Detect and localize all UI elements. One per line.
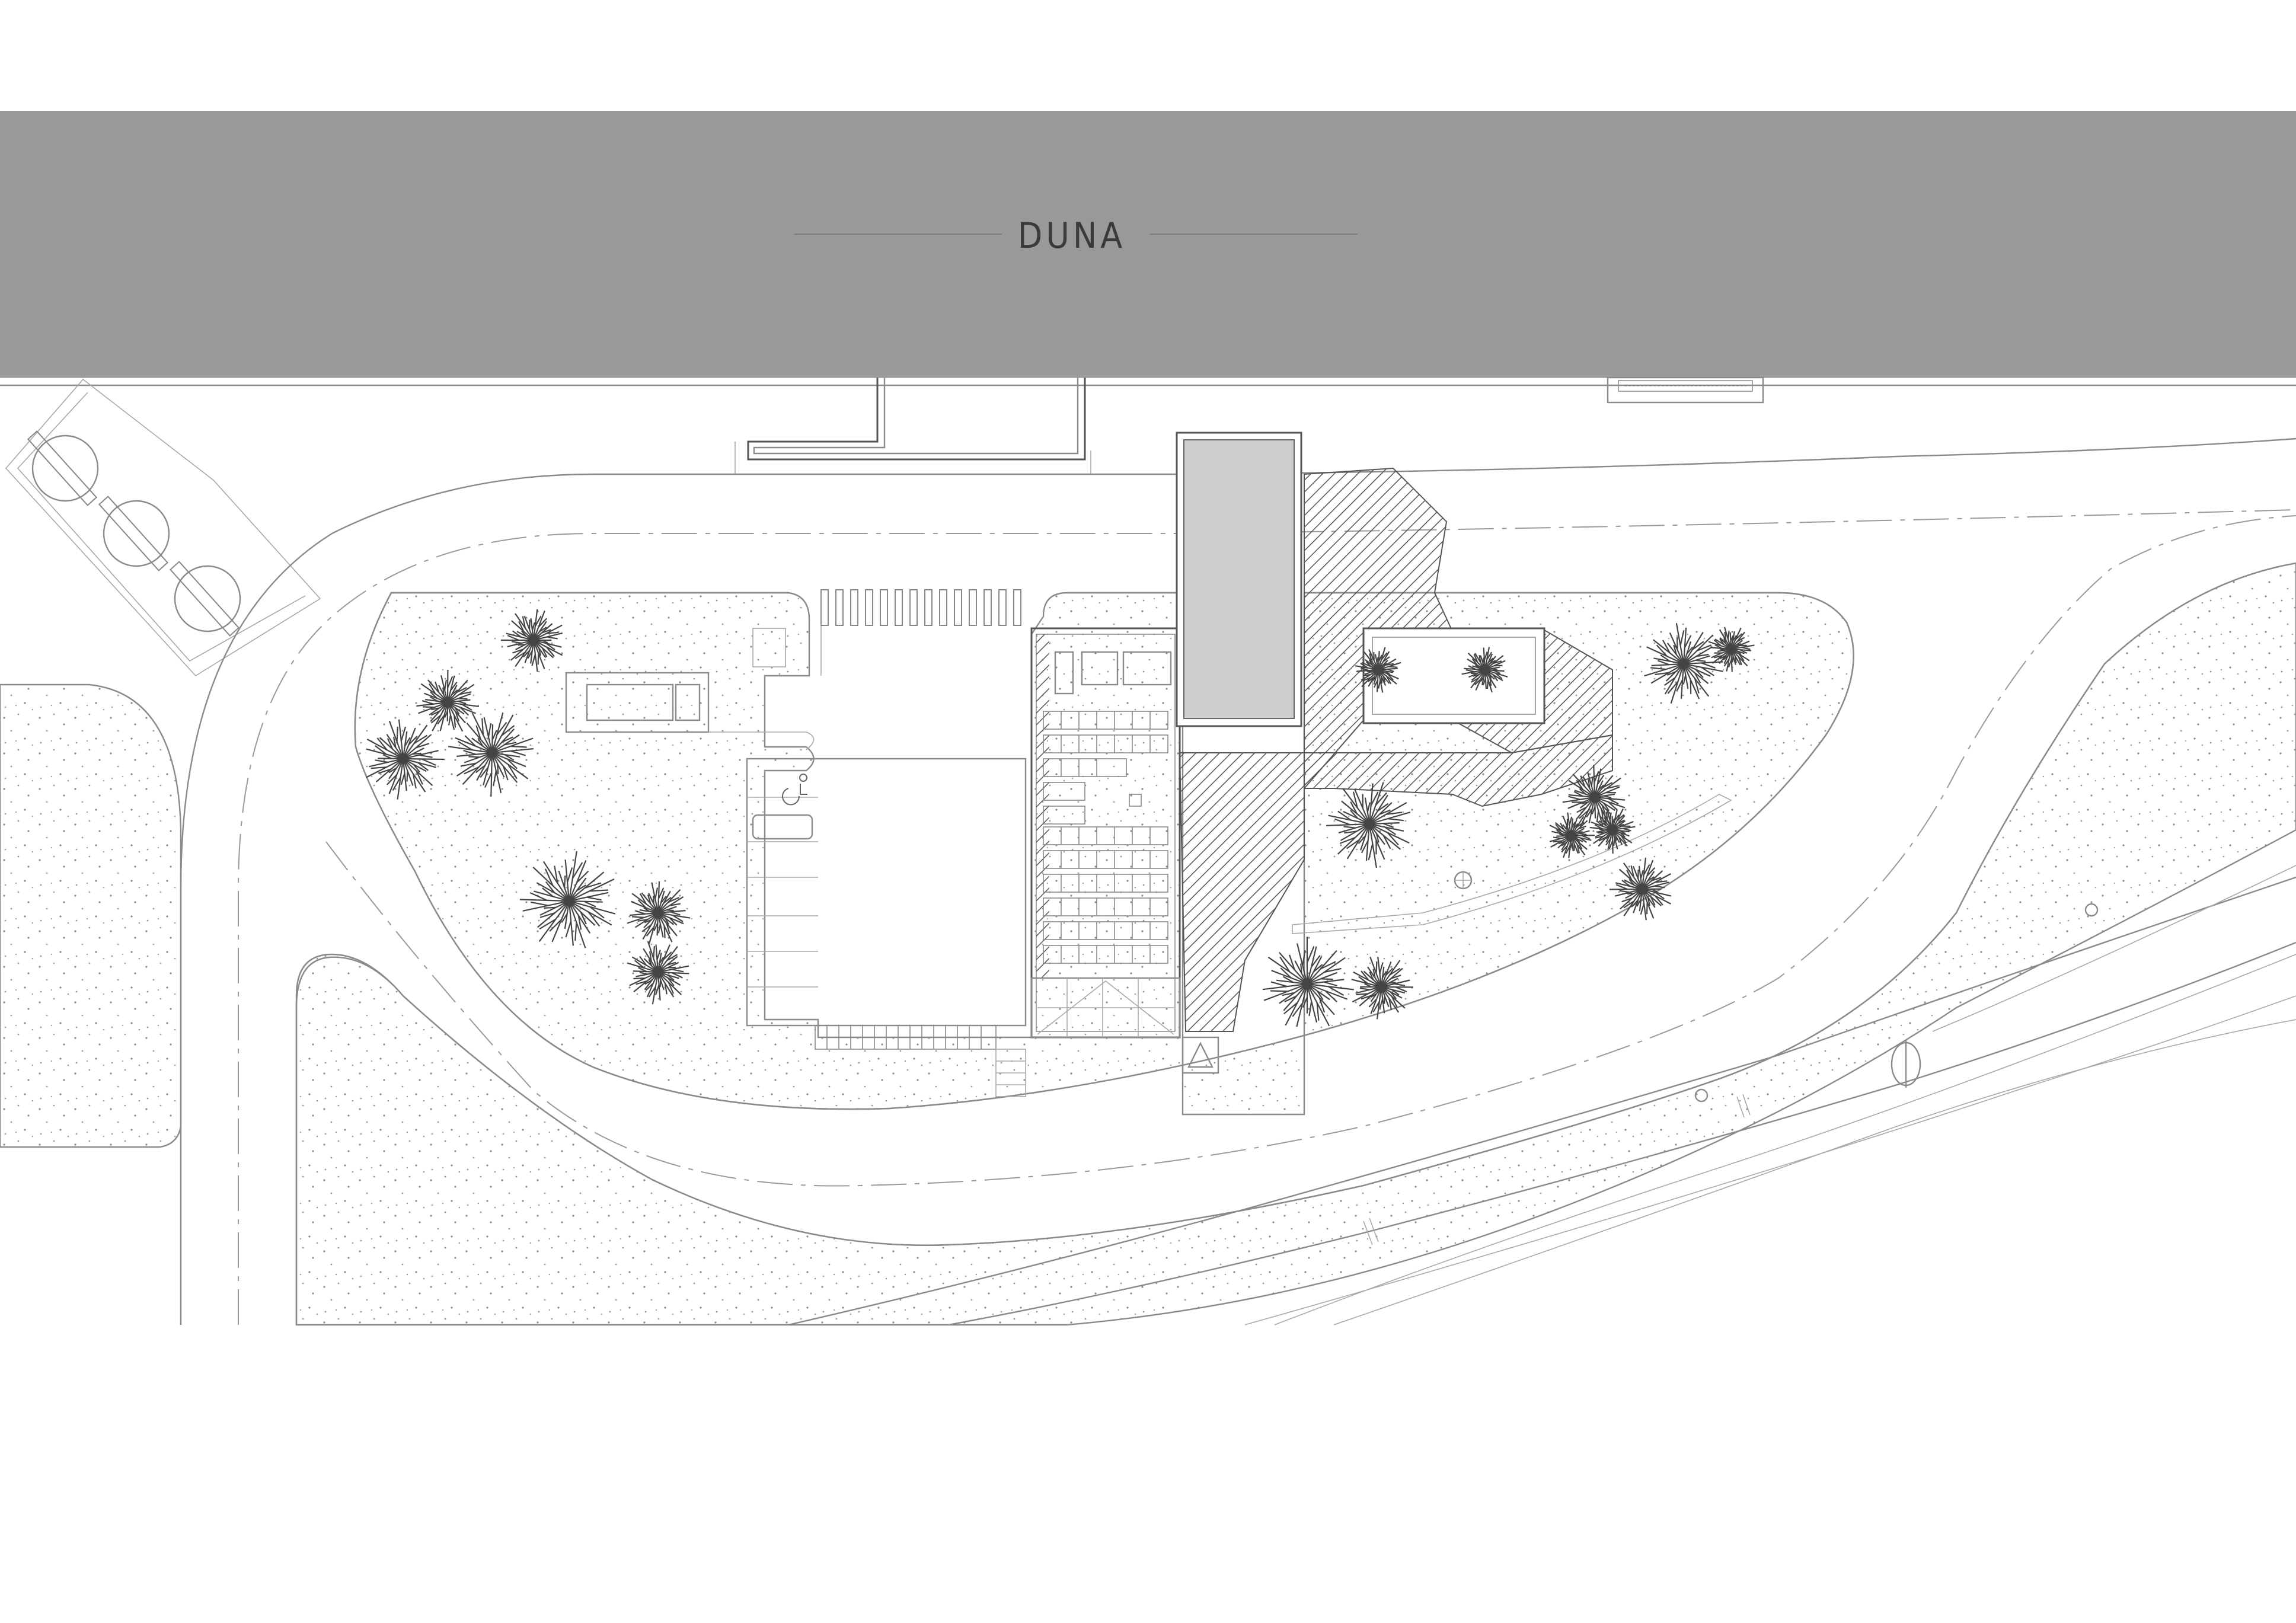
roof-terrace bbox=[1362, 627, 1545, 724]
storage-tanks bbox=[5, 378, 321, 677]
main-building bbox=[1030, 627, 1181, 1039]
tree-icon bbox=[416, 669, 479, 732]
tree-icon bbox=[1644, 623, 1723, 704]
river-duna bbox=[0, 111, 2296, 378]
entrance-marker bbox=[1181, 1036, 1219, 1074]
tree-icon bbox=[366, 719, 445, 800]
tree-icon bbox=[1562, 765, 1626, 828]
tree-icon bbox=[1549, 812, 1595, 858]
boat-ramp bbox=[1607, 376, 1764, 404]
tree-icon bbox=[1326, 782, 1411, 868]
crosswalk bbox=[820, 589, 1021, 626]
tree-icon bbox=[1351, 956, 1414, 1020]
tree-icon bbox=[1355, 647, 1401, 693]
bike-rack bbox=[815, 1025, 997, 1050]
trees bbox=[366, 609, 1755, 1027]
pier bbox=[735, 378, 1091, 475]
tree-icon bbox=[1262, 937, 1354, 1027]
park-area-left bbox=[0, 683, 182, 1148]
tree-icon bbox=[627, 941, 689, 1005]
tree-icon bbox=[1708, 627, 1755, 672]
tree-icon bbox=[1589, 808, 1636, 854]
tree-icon bbox=[1461, 647, 1508, 693]
tree-icon bbox=[448, 712, 534, 797]
road-network bbox=[180, 437, 2296, 1326]
tree-icon bbox=[627, 881, 691, 944]
tree-icon bbox=[501, 609, 563, 672]
river-label: DUNA bbox=[1018, 215, 1126, 257]
accessible-parking-icon bbox=[782, 774, 807, 806]
tower bbox=[1176, 432, 1302, 727]
hatched-roof bbox=[1179, 734, 1613, 1032]
tree-icon bbox=[1609, 857, 1672, 921]
tree-icon bbox=[519, 851, 616, 948]
parking-lot bbox=[565, 589, 1027, 1097]
park-island bbox=[354, 592, 1854, 1116]
